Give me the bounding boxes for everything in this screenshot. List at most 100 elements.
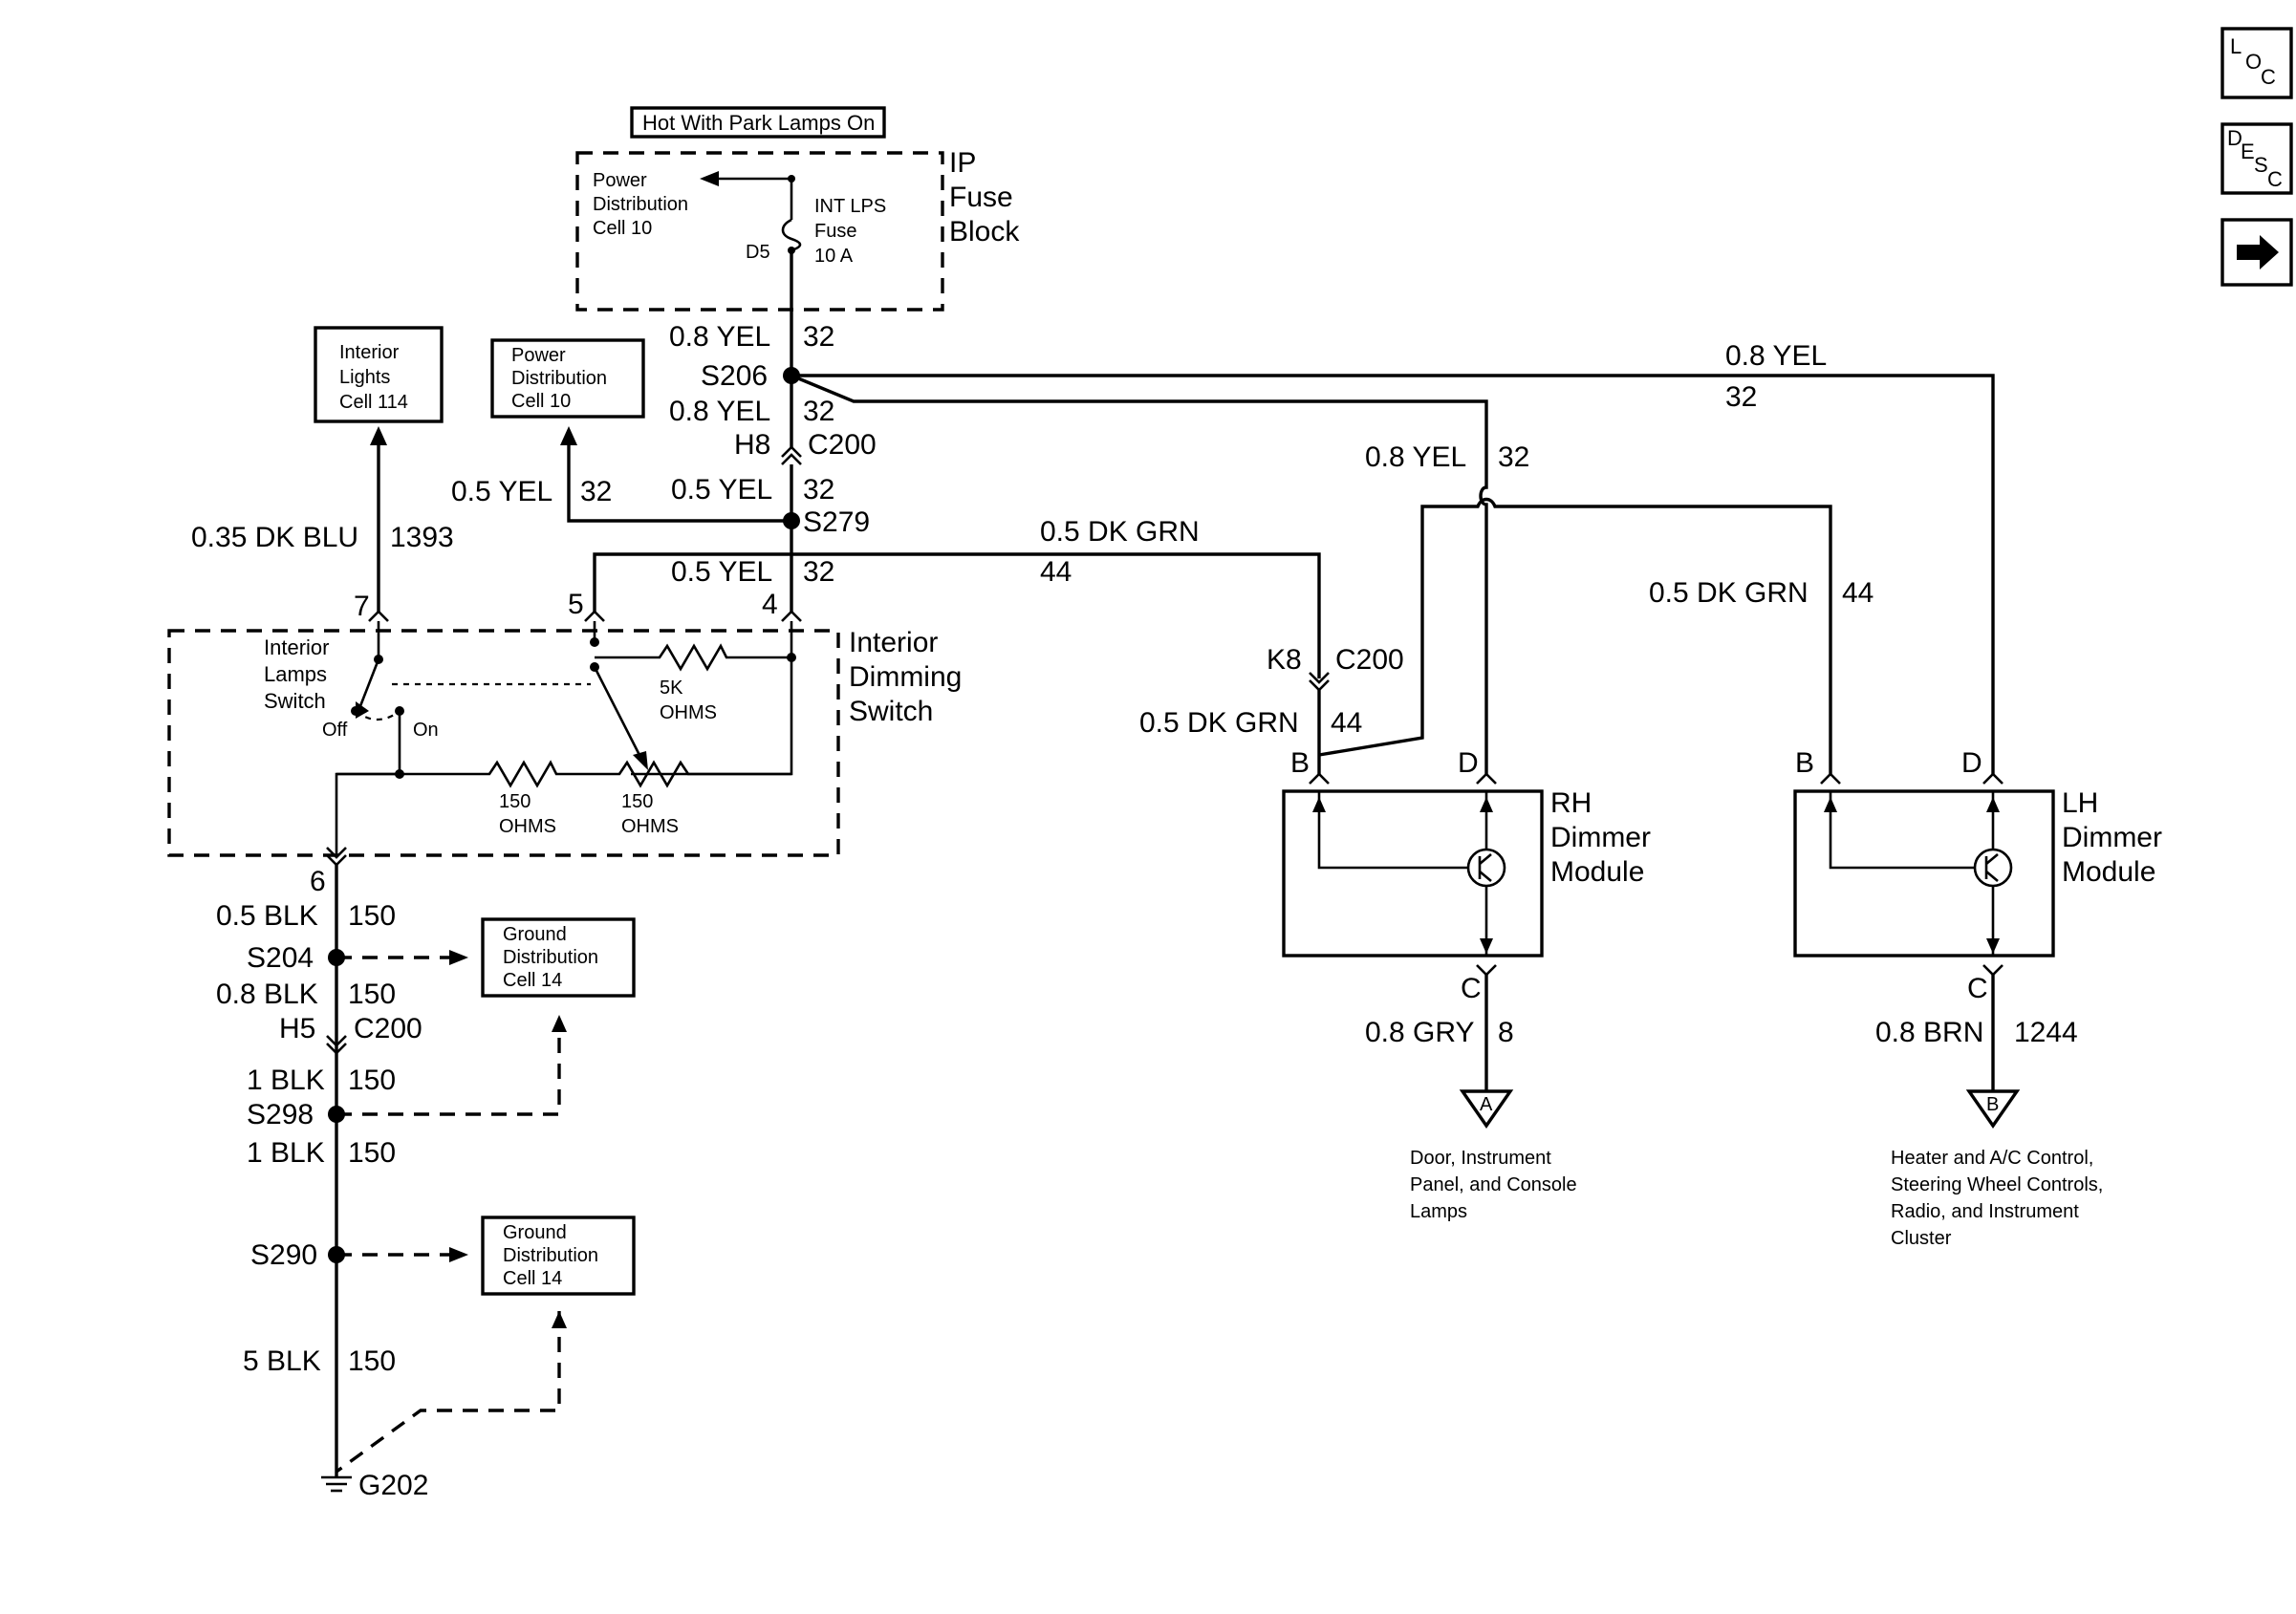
interior-lights-cell-114-box: Interior Lights Cell 114: [314, 326, 444, 423]
label-labels-dest-a-label-0: Door, Instrument: [1410, 1148, 1551, 1169]
label-nav-desc-0: D: [2227, 126, 2242, 150]
wire-yel-to-rh: [791, 374, 1488, 774]
label-labels-dest-b-label-0: Heater and A/C Control,: [1891, 1148, 2093, 1169]
label-wires-c-32-a: 32: [803, 321, 834, 353]
label-wires-c-32-c: 32: [580, 476, 612, 507]
label-wires-c-44-a: 44: [1040, 556, 1072, 588]
label-labels-lh-dimmer-0: LH: [2062, 787, 2098, 819]
label-labels-hot-with-park: Hot With Park Lamps On: [642, 111, 875, 135]
label-labels-interior-lights-cell-2: Cell 114: [339, 392, 408, 413]
label-wires-w-05dkgrn-lh: 0.5 DK GRN: [1649, 577, 1809, 609]
label-wires-c-150-c: 150: [348, 1065, 396, 1096]
label-labels-r-5k-0: 5K: [660, 678, 683, 699]
label-nav-desc-1: E: [2241, 140, 2255, 163]
label-wires-c200-c: C200: [354, 1013, 422, 1044]
label-labels-ip-fuse-block-0: IP: [949, 147, 976, 179]
wire-yel-to-lh: [791, 374, 1995, 774]
label-labels-ip-fuse-block-1: Fuse: [949, 182, 1013, 213]
label-wires-w-08yel-b: 0.8 YEL: [669, 396, 770, 427]
label-wires-w-1blk-b: 1 BLK: [247, 1137, 325, 1169]
label-labels-r-150-a-0: 150: [499, 791, 531, 812]
label-labels-rh-dimmer-1: Dimmer: [1550, 822, 1651, 853]
desc-button[interactable]: D E S C: [2220, 122, 2293, 195]
label-wires-c-150-b: 150: [348, 979, 396, 1010]
label-wires-pin-7: 7: [354, 591, 370, 622]
label-labels-pdc-top-1: Distribution: [593, 194, 688, 215]
label-labels-gnd-dist-2-2: Cell 14: [503, 1268, 562, 1289]
label-labels-interior-lamps-switch-1: Lamps: [264, 662, 327, 686]
label-wires-c-32-e: 32: [803, 556, 834, 588]
label-labels-pdc-top-0: Power: [593, 170, 647, 191]
label-labels-int-lps-fuse-1: Fuse: [814, 221, 856, 242]
ground-g202: G202: [321, 1470, 428, 1501]
label-wires-w-08yel-rh: 0.8 YEL: [1365, 441, 1466, 473]
ip-fuse-block: IP Fuse Block Power Distribution Cell 10…: [575, 147, 1020, 312]
label-labels-pdc-left-2: Cell 10: [511, 391, 571, 412]
label-wires-c-1393: 1393: [390, 522, 454, 553]
connector-h8-c200: H8 C200: [734, 429, 877, 465]
label-wires-w-1blk-a: 1 BLK: [247, 1065, 325, 1096]
label-wires-c-32-b: 32: [803, 396, 834, 427]
lh-dimmer-module: LH Dimmer Module: [1793, 787, 2162, 958]
loc-button[interactable]: L O C: [2220, 27, 2293, 99]
label-labels-lh-dimmer-2: Module: [2062, 856, 2155, 888]
label-wires-w-08blk: 0.8 BLK: [216, 979, 318, 1010]
label-labels-off: Off: [322, 720, 348, 741]
label-wires-h5: H5: [279, 1013, 315, 1044]
rh-dimmer-module: RH Dimmer Module: [1282, 787, 1651, 958]
label-labels-r-5k-1: OHMS: [660, 702, 717, 723]
label-wires-c-32-top: 32: [1725, 381, 1757, 413]
label-wires-c-44-rh: 44: [1331, 707, 1362, 739]
label-labels-gnd-dist-2-1: Distribution: [503, 1245, 598, 1266]
label-nav-loc-0: L: [2230, 34, 2242, 58]
label-wires-w-05yel-a: 0.5 YEL: [451, 476, 552, 507]
label-wires-w-05yel-c: 0.5 YEL: [671, 556, 772, 588]
label-wires-w-5blk: 5 BLK: [243, 1345, 321, 1377]
label-labels-interior-dimming-switch-2: Switch: [849, 696, 933, 727]
label-labels-dest-a: A: [1480, 1094, 1493, 1115]
label-labels-dest-b-label-1: Steering Wheel Controls,: [1891, 1174, 2103, 1195]
label-labels-gnd-dist-1-1: Distribution: [503, 947, 598, 968]
label-wires-w-08brn: 0.8 BRN: [1875, 1017, 1983, 1048]
label-wires-c-1244: 1244: [2014, 1017, 2078, 1048]
label-labels-ip-fuse-block-2: Block: [949, 216, 1020, 247]
label-wires-c-150-d: 150: [348, 1137, 396, 1169]
label-wires-pin-b-lh: B: [1795, 747, 1814, 779]
label-wires-s204: S204: [247, 942, 314, 974]
label-wires-pin-d-rh: D: [1458, 747, 1479, 779]
label-nav-desc-2: S: [2254, 153, 2268, 177]
next-arrow-button[interactable]: [2220, 218, 2293, 287]
label-wires-pin-6: 6: [310, 866, 326, 897]
destination-b: B Heater and A/C Control, Steering Wheel…: [1891, 1089, 2103, 1249]
label-wires-c-32-rh: 32: [1498, 441, 1529, 473]
label-wires-c-44-lh: 44: [1842, 577, 1874, 609]
label-wires-s290: S290: [250, 1239, 317, 1271]
label-labels-pdc-top-2: Cell 10: [593, 218, 652, 239]
label-wires-w-05blk: 0.5 BLK: [216, 900, 318, 932]
interior-dimming-switch: Interior Dimming Switch Interior Lamps S…: [167, 621, 962, 857]
label-wires-w-035dkblu: 0.35 DK BLU: [191, 522, 358, 553]
connector-h5-c200: H5 C200: [279, 1013, 422, 1055]
hot-with-park-lamps-box: Hot With Park Lamps On: [630, 106, 886, 139]
label-labels-interior-lamps-switch-2: Switch: [264, 689, 326, 713]
label-wires-w-08gry: 0.8 GRY: [1365, 1017, 1475, 1048]
label-wires-g202: G202: [358, 1470, 428, 1501]
label-wires-c200-b: C200: [1335, 644, 1404, 676]
label-wires-pin-d-lh: D: [1961, 747, 1982, 779]
label-labels-r-150-a-1: OHMS: [499, 816, 556, 837]
label-labels-int-lps-fuse-2: 10 A: [814, 246, 854, 267]
label-labels-gnd-dist-2-0: Ground: [503, 1222, 567, 1243]
label-wires-w-05dkgrn-rh: 0.5 DK GRN: [1139, 707, 1299, 739]
label-wires-pin-c-rh: C: [1461, 973, 1482, 1004]
label-labels-dest-b-label-2: Radio, and Instrument: [1891, 1201, 2079, 1222]
label-wires-pin-c-lh: C: [1967, 973, 1988, 1004]
wire-dkgrn-to-lh: [1318, 497, 1832, 774]
label-labels-interior-lamps-switch-0: Interior: [264, 635, 329, 659]
label-labels-interior-lights-cell-1: Lights: [339, 367, 390, 388]
label-labels-dest-a-label-2: Lamps: [1410, 1201, 1467, 1222]
label-nav-desc-3: C: [2267, 167, 2283, 191]
label-wires-h8: H8: [734, 429, 770, 461]
label-labels-pdc-left-1: Distribution: [511, 368, 607, 389]
wire-dkgrn-to-rh: [791, 552, 1321, 678]
